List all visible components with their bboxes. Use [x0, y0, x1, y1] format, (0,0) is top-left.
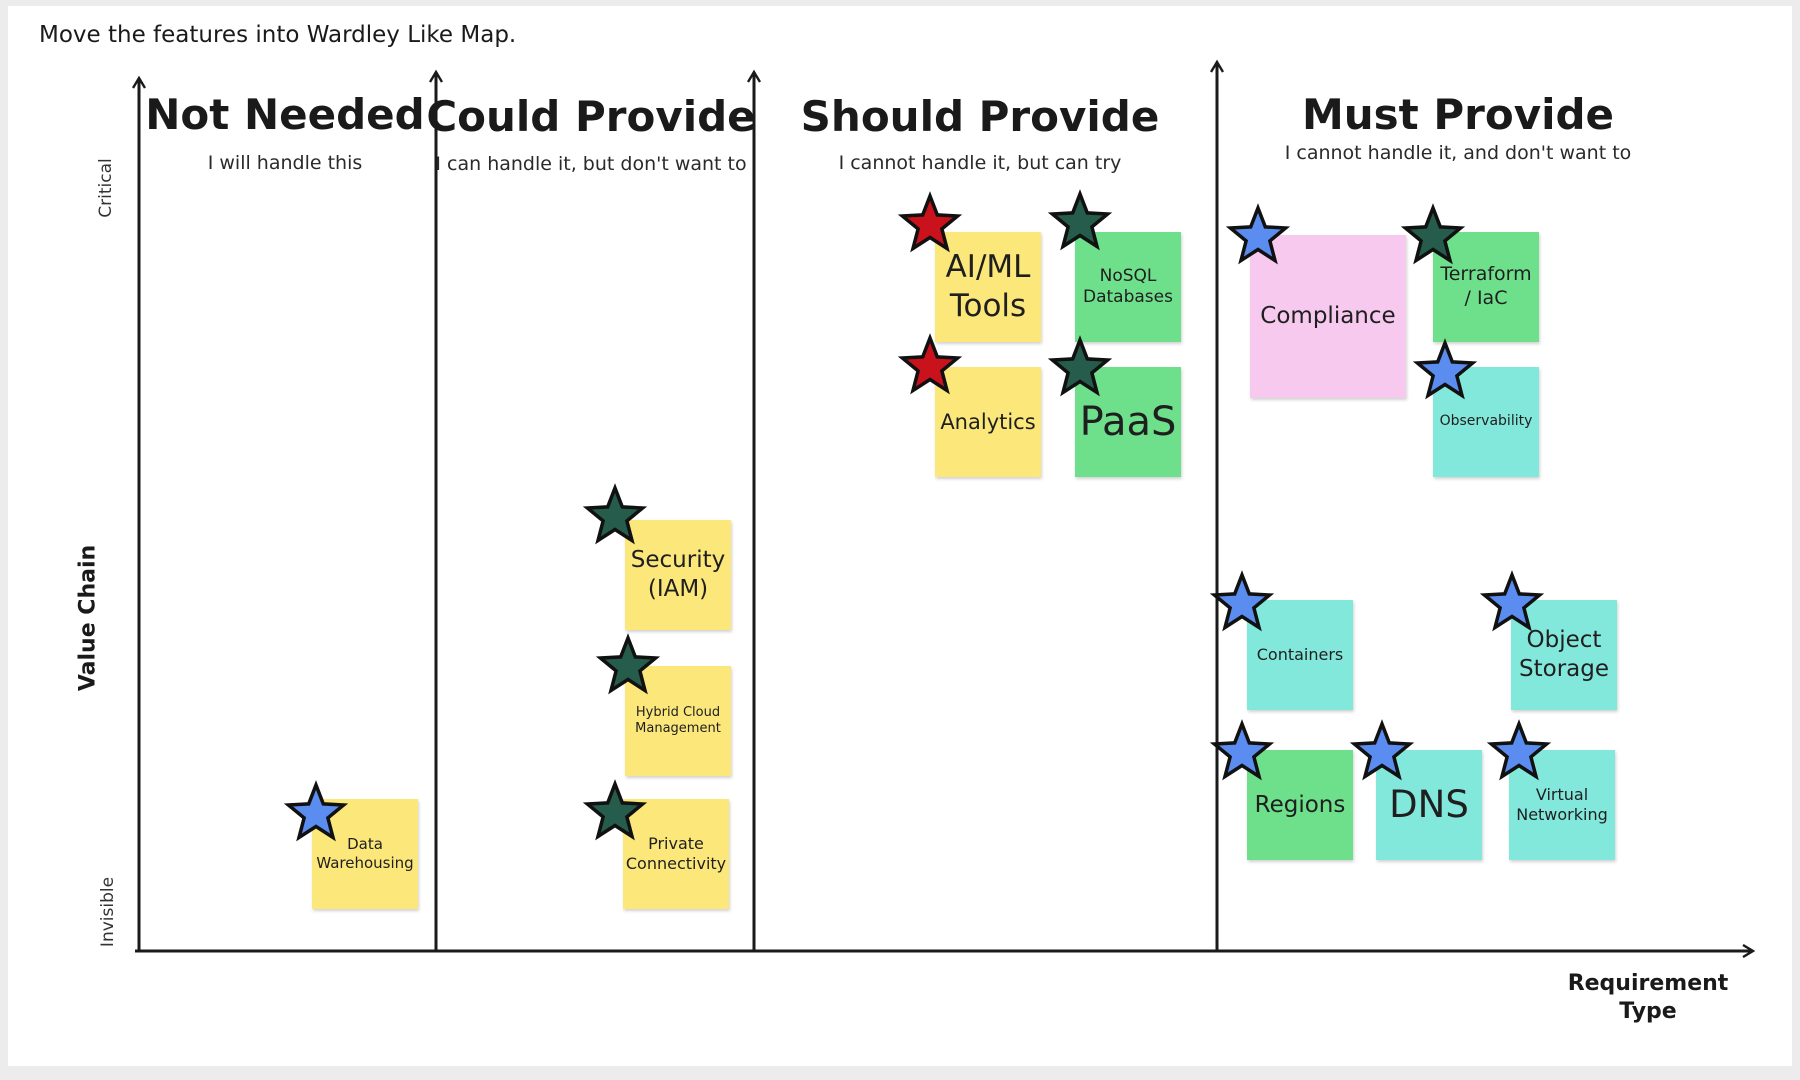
- star-icon-dark-green[interactable]: [595, 632, 661, 698]
- star-icon-blue[interactable]: [1349, 718, 1415, 784]
- sticky-note-object-storage[interactable]: Object Storage: [1511, 600, 1617, 710]
- column-subtitle-could-provide: I can handle it, but don't want to: [435, 153, 747, 175]
- x-axis-label: Requirement Type: [1567, 971, 1729, 1024]
- star-icon-dark-green[interactable]: [1047, 188, 1113, 254]
- instruction-text: Move the features into Wardley Like Map.: [39, 22, 517, 48]
- column-title-not-needed: Not Needed: [145, 90, 425, 139]
- column-subtitle-not-needed: I will handle this: [207, 152, 363, 174]
- column-subtitle-must-provide: I cannot handle it, and don't want to: [1284, 142, 1632, 164]
- y-axis-bottom-label: Invisible: [98, 876, 118, 948]
- star-icon-dark-green[interactable]: [1400, 202, 1466, 268]
- y-axis-top-label: Critical: [96, 158, 116, 218]
- sticky-note-security-iam[interactable]: Security (IAM): [625, 520, 731, 630]
- star-icon-dark-green[interactable]: [1047, 334, 1113, 400]
- sticky-note-containers[interactable]: Containers: [1247, 600, 1353, 710]
- y-axis-label: Value Chain: [75, 544, 101, 692]
- column-title-should-provide: Should Provide: [800, 92, 1160, 141]
- star-icon-blue[interactable]: [1225, 202, 1291, 268]
- column-title-must-provide: Must Provide: [1301, 90, 1615, 139]
- column-subtitle-should-provide: I cannot handle it, but can try: [838, 152, 1122, 174]
- sticky-note-nosql-databases[interactable]: NoSQL Databases: [1075, 232, 1181, 342]
- canvas-board: Move the features into Wardley Like Map.…: [8, 6, 1792, 1066]
- star-icon-dark-green[interactable]: [582, 482, 648, 548]
- star-icon-blue[interactable]: [1209, 569, 1275, 635]
- star-icon-blue[interactable]: [1209, 718, 1275, 784]
- star-icon-blue[interactable]: [1412, 337, 1478, 403]
- sticky-note-analytics[interactable]: Analytics: [935, 367, 1041, 477]
- column-title-could-provide: Could Provide: [426, 92, 756, 141]
- star-icon-red[interactable]: [897, 190, 963, 256]
- sticky-note-terraform-iac[interactable]: Terraform / IaC: [1433, 232, 1539, 342]
- sticky-note-dns[interactable]: DNS: [1376, 750, 1482, 860]
- star-icon-blue[interactable]: [283, 779, 349, 845]
- sticky-note-ai-ml-tools[interactable]: AI/ML Tools: [935, 232, 1041, 342]
- map-axes: [8, 6, 1792, 1066]
- star-icon-red[interactable]: [897, 332, 963, 398]
- star-icon-blue[interactable]: [1479, 569, 1545, 635]
- star-icon-dark-green[interactable]: [582, 778, 648, 844]
- sticky-note-regions[interactable]: Regions: [1247, 750, 1353, 860]
- star-icon-blue[interactable]: [1486, 718, 1552, 784]
- sticky-note-private-connectivity[interactable]: Private Connectivity: [623, 799, 729, 909]
